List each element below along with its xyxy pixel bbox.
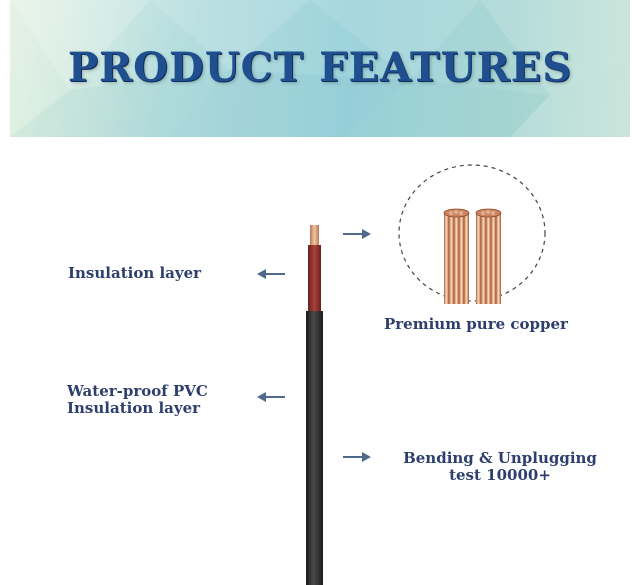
arrow-right-icon xyxy=(343,229,371,239)
arrow-right-icon xyxy=(343,452,371,462)
insulation-layer-label: Insulation layer xyxy=(68,264,202,282)
cable-copper-tip xyxy=(310,225,319,247)
bending-test-label-line2: test 10000+ xyxy=(449,466,551,484)
waterproof-pvc-label-line1: Water-proof PVC xyxy=(67,382,208,400)
waterproof-pvc-label: Water-proof PVC Insulation layer xyxy=(67,383,208,417)
bending-test-label-line1: Bending & Unplugging xyxy=(403,449,597,467)
cable-outer-sheath xyxy=(306,311,323,585)
bending-test-label: Bending & Unplugging test 10000+ xyxy=(392,450,608,484)
header-banner: PRODUCT FEATURES xyxy=(10,0,630,137)
banner-facet-pattern xyxy=(10,0,630,137)
page-title: PRODUCT FEATURES xyxy=(67,44,573,91)
copper-strands-icon xyxy=(398,164,546,304)
premium-copper-label: Premium pure copper xyxy=(384,315,568,333)
cable-inner-insulation xyxy=(308,245,321,313)
waterproof-pvc-label-line2: Insulation layer xyxy=(67,399,201,417)
arrow-left-icon xyxy=(257,392,285,402)
arrow-left-icon xyxy=(257,269,285,279)
